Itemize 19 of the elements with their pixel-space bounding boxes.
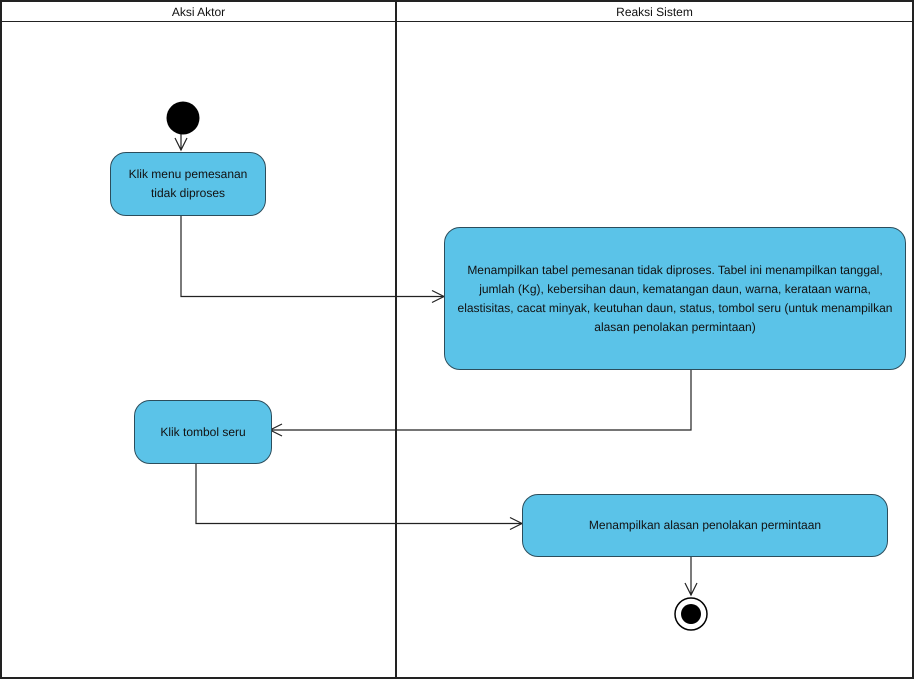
action-label: Klik tombol seru xyxy=(160,424,246,440)
control-flow-arrow xyxy=(174,133,188,151)
swimlane xyxy=(0,0,397,679)
action-box xyxy=(444,227,906,370)
control-flow-arrow xyxy=(684,555,698,596)
swimlane-title: Reaksi Sistem xyxy=(616,5,693,19)
control-flow-arrow xyxy=(269,368,692,437)
initial-node xyxy=(166,101,200,135)
action-label: Klik menu pemesanan tidak diproses xyxy=(128,166,248,202)
action-box xyxy=(134,400,272,464)
control-flow-arrow xyxy=(180,214,445,304)
final-node xyxy=(674,597,708,631)
action-label: Menampilkan alasan penolakan permintaan xyxy=(588,517,822,534)
action-box xyxy=(522,494,888,557)
control-flow-arrow xyxy=(195,462,523,530)
action-label: Menampilkan tabel pemesanan tidak diproses. Tabel ini menampilkan tanggal, jumlah (Kg), kebersihan daun, kematangan daun, warna, kerataan warna, elastisitas, cacat minyak, keutuhan daun, status, tombol seru (untuk menampilkan alasan penolakan permintaan) xyxy=(456,262,894,336)
action-box xyxy=(110,152,266,216)
swimlane-title: Aksi Aktor xyxy=(172,5,226,19)
swimlane xyxy=(397,0,914,679)
